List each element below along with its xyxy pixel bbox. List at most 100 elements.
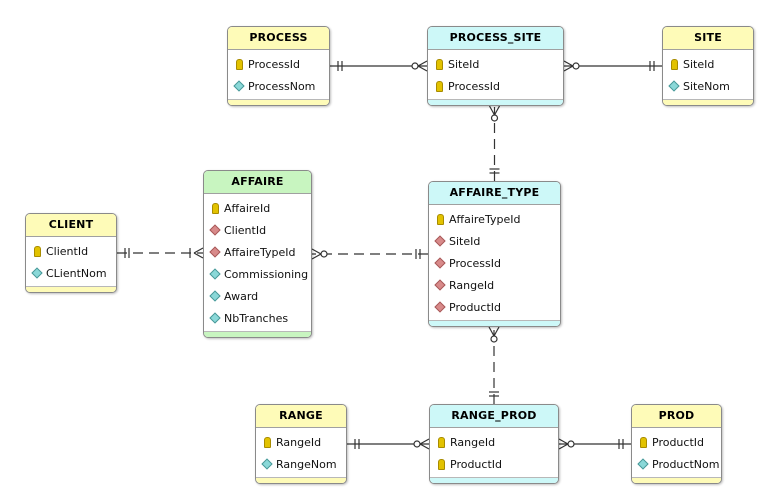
entity-site[interactable]: SITE SiteId SiteNom: [662, 26, 754, 106]
foreign-key-icon: [209, 224, 221, 236]
primary-key-icon: [233, 58, 245, 70]
attribute-icon: [668, 80, 680, 92]
field-name: ProcessId: [448, 79, 500, 93]
field-row[interactable]: SiteId: [429, 230, 560, 252]
entity-range-prod[interactable]: RANGE_PROD RangeId ProductId: [429, 404, 559, 484]
field-row[interactable]: ProcessId: [228, 53, 329, 75]
attribute-icon: [209, 290, 221, 302]
entity-affaire-type-title: AFFAIRE_TYPE: [429, 182, 560, 205]
crowfoot-mark: [558, 438, 569, 445]
field-name: CLientNom: [46, 266, 107, 280]
crowfoot-mark: [193, 247, 204, 254]
field-name: RangeId: [276, 435, 322, 449]
field-row[interactable]: RangeId: [256, 431, 346, 453]
field-name: ClientId: [224, 223, 267, 237]
field-row[interactable]: ProcessId: [429, 252, 560, 274]
foreign-key-icon: [434, 257, 446, 269]
foreign-key-icon: [434, 279, 446, 291]
crowfoot-mark: [417, 60, 428, 67]
entity-range-title: RANGE: [256, 405, 346, 428]
field-row[interactable]: SiteId: [428, 53, 563, 75]
entity-client[interactable]: CLIENT ClientId CLientNom: [25, 213, 117, 293]
entity-range-prod-title: RANGE_PROD: [430, 405, 558, 428]
entity-prod[interactable]: PROD ProductId ProductNom: [631, 404, 722, 484]
field-row[interactable]: AffaireTypeId: [429, 208, 560, 230]
primary-key-icon: [434, 213, 446, 225]
cardinality-zero-mark: [490, 335, 498, 343]
field-row[interactable]: Award: [204, 285, 311, 307]
crowfoot-mark: [417, 65, 428, 72]
field-name: AffaireId: [224, 201, 271, 215]
primary-key-icon: [261, 436, 273, 448]
field-row[interactable]: AffaireId: [204, 197, 311, 219]
crowfoot-mark: [488, 326, 495, 337]
attribute-icon: [637, 458, 649, 470]
field-row[interactable]: ProductId: [632, 431, 721, 453]
field-name: RangeNom: [276, 457, 337, 471]
field-name: SiteId: [448, 57, 480, 71]
entity-process[interactable]: PROCESS ProcessId ProcessNom: [227, 26, 330, 106]
attribute-icon: [233, 80, 245, 92]
primary-key-icon: [433, 58, 445, 70]
primary-key-icon: [209, 202, 221, 214]
field-row[interactable]: AffaireTypeId: [204, 241, 311, 263]
cardinality-zero-mark: [413, 440, 421, 448]
crowfoot-mark: [493, 105, 501, 116]
cardinality-zero-mark: [320, 250, 328, 258]
field-row[interactable]: ClientId: [26, 240, 116, 262]
crowfoot-mark: [311, 248, 322, 255]
field-row[interactable]: SiteNom: [663, 75, 753, 97]
entity-process-site[interactable]: PROCESS_SITE SiteId ProcessId: [427, 26, 564, 106]
field-row[interactable]: ProcessNom: [228, 75, 329, 97]
entity-process-site-title: PROCESS_SITE: [428, 27, 563, 50]
field-row[interactable]: ProductId: [429, 296, 560, 318]
crowfoot-mark: [493, 326, 500, 337]
field-row[interactable]: SiteId: [663, 53, 753, 75]
foreign-key-icon: [434, 301, 446, 313]
entity-client-title: CLIENT: [26, 214, 116, 237]
field-row[interactable]: Commissioning: [204, 263, 311, 285]
foreign-key-icon: [434, 235, 446, 247]
field-row[interactable]: ProductNom: [632, 453, 721, 475]
crowfoot-mark: [419, 438, 430, 445]
attribute-icon: [31, 267, 43, 279]
attribute-icon: [209, 268, 221, 280]
field-name: RangeId: [449, 278, 495, 292]
field-name: SiteNom: [683, 79, 730, 93]
entity-range[interactable]: RANGE RangeId RangeNom: [255, 404, 347, 484]
field-name: ClientId: [46, 244, 89, 258]
primary-key-icon: [637, 436, 649, 448]
field-row[interactable]: ProcessId: [428, 75, 563, 97]
field-row[interactable]: CLientNom: [26, 262, 116, 284]
field-row[interactable]: RangeId: [430, 431, 558, 453]
cardinality-zero-mark: [567, 440, 575, 448]
field-name: NbTranches: [224, 311, 289, 325]
field-row[interactable]: NbTranches: [204, 307, 311, 329]
primary-key-icon: [31, 245, 43, 257]
primary-key-icon: [435, 436, 447, 448]
primary-key-icon: [668, 58, 680, 70]
foreign-key-icon: [209, 246, 221, 258]
field-row[interactable]: ProductId: [430, 453, 558, 475]
field-name: Commissioning: [224, 267, 309, 281]
field-name: ProcessNom: [248, 79, 316, 93]
crowfoot-mark: [563, 60, 574, 67]
crowfoot-mark: [419, 443, 430, 450]
cardinality-zero-mark: [572, 62, 580, 70]
field-name: AffaireTypeId: [224, 245, 296, 259]
field-row[interactable]: RangeId: [429, 274, 560, 296]
crowfoot-mark: [193, 252, 204, 259]
field-row[interactable]: RangeNom: [256, 453, 346, 475]
attribute-icon: [209, 312, 221, 324]
field-name: ProductId: [450, 457, 502, 471]
field-name: AffaireTypeId: [449, 212, 521, 226]
entity-affaire-type[interactable]: AFFAIRE_TYPE AffaireTypeId SiteId Proces…: [428, 181, 561, 327]
cardinality-zero-mark: [490, 114, 499, 122]
crowfoot-mark: [311, 253, 322, 260]
attribute-icon: [261, 458, 273, 470]
entity-affaire[interactable]: AFFAIRE AffaireId ClientId AffaireTypeId…: [203, 170, 312, 338]
primary-key-icon: [435, 458, 447, 470]
field-name: ProductId: [449, 300, 501, 314]
crowfoot-mark: [558, 443, 569, 450]
field-row[interactable]: ClientId: [204, 219, 311, 241]
